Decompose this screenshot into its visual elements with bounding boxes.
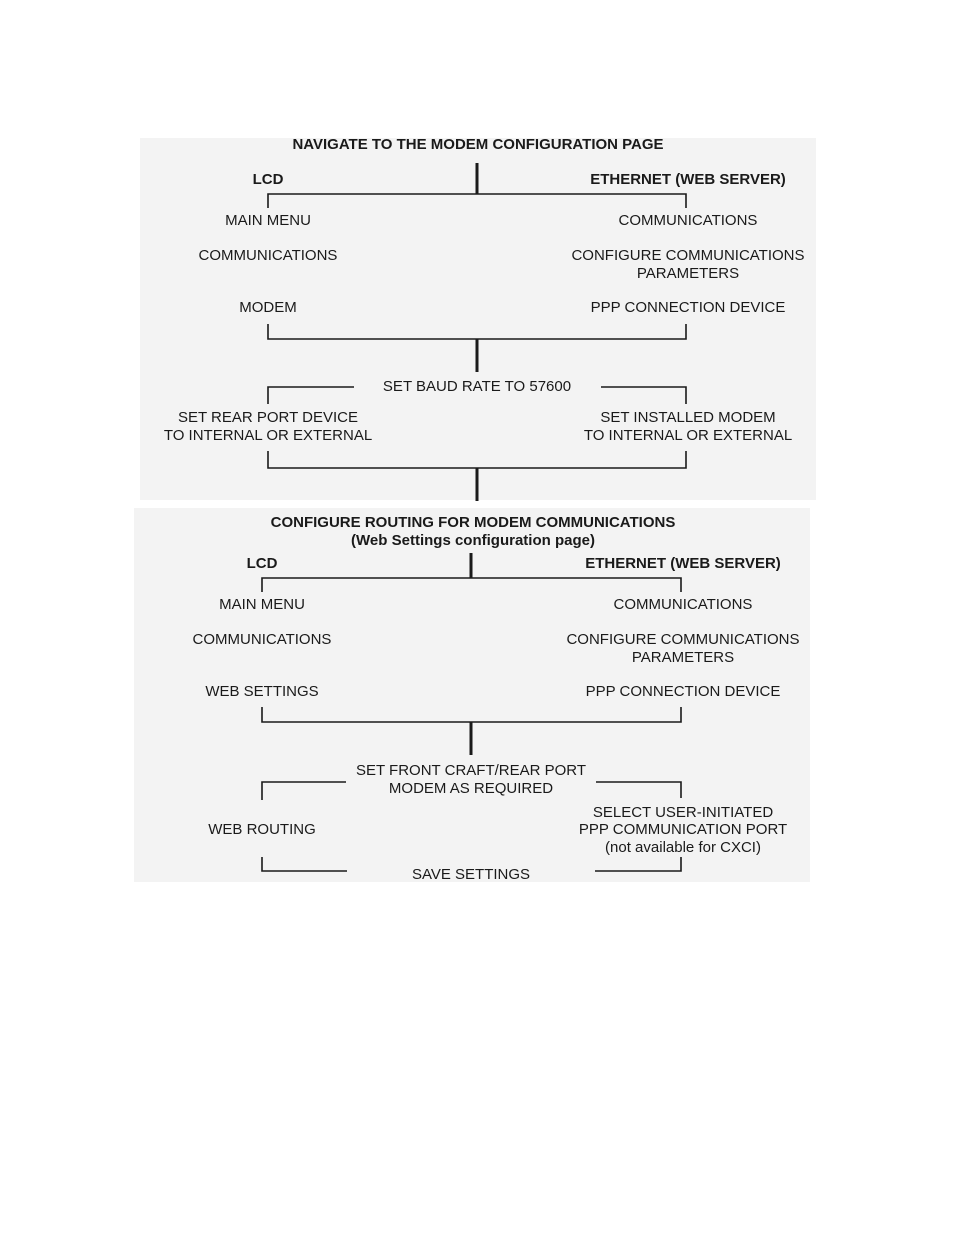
s1-rear-port-line2: TO INTERNAL OR EXTERNAL	[163, 427, 373, 444]
s2-web-routing: WEB ROUTING	[208, 821, 316, 838]
s2-lcd-web-settings: WEB SETTINGS	[205, 683, 319, 700]
s1-bottom-bracket	[267, 324, 687, 340]
s2-select-ppp-line2: PPP COMMUNICATION PORT	[578, 821, 788, 838]
section2-title: CONFIGURE ROUTING FOR MODEM COMMUNICATIO…	[270, 514, 676, 531]
s2-front-craft-line1: SET FRONT CRAFT/REAR PORT	[355, 762, 587, 779]
s1-baud-rate: SET BAUD RATE TO 57600	[382, 378, 572, 395]
s2-lcd-main-menu: MAIN MENU	[219, 596, 305, 613]
section1-title: NAVIGATE TO THE MODEM CONFIGURATION PAGE	[292, 136, 664, 153]
s1-baud-left	[267, 386, 354, 404]
s1-eth-communications: COMMUNICATIONS	[618, 212, 758, 229]
s2-bottom-bracket	[261, 707, 682, 723]
s2-save-right	[595, 857, 682, 872]
s2-eth-communications: COMMUNICATIONS	[613, 596, 753, 613]
s2-ethernet-header: ETHERNET (WEB SERVER)	[585, 555, 781, 572]
s2-top-bracket	[261, 577, 682, 592]
s1-eth-configure: CONFIGURE COMMUNICATIONS	[571, 247, 805, 264]
s1-baud-right	[601, 386, 687, 404]
s2-craft-right	[596, 781, 682, 798]
s2-lcd-communications: COMMUNICATIONS	[192, 631, 332, 648]
s2-select-ppp-line1: SELECT USER-INITIATED	[592, 804, 774, 821]
s2-eth-ppp-device: PPP CONNECTION DEVICE	[585, 683, 781, 700]
s1-lcd-modem: MODEM	[239, 299, 297, 316]
s2-save-settings: SAVE SETTINGS	[411, 866, 531, 883]
section1-panel	[140, 138, 816, 500]
s2-craft-left	[261, 781, 346, 800]
s1-lcd-communications: COMMUNICATIONS	[198, 247, 338, 264]
s1-eth-ppp-device: PPP CONNECTION DEVICE	[590, 299, 786, 316]
s1-ethernet-header: ETHERNET (WEB SERVER)	[590, 171, 786, 188]
s2-select-ppp-line3: (not available for CXCI)	[605, 839, 761, 856]
s2-eth-parameters: PARAMETERS	[631, 649, 735, 666]
s1-lcd-header: LCD	[252, 171, 284, 188]
s2-save-left	[261, 857, 347, 872]
s2-lcd-header: LCD	[246, 555, 278, 572]
s1-device-bracket	[267, 451, 687, 469]
s1-installed-modem-line1: SET INSTALLED MODEM	[600, 409, 776, 426]
s1-eth-parameters: PARAMETERS	[636, 265, 740, 282]
s1-lcd-main-menu: MAIN MENU	[225, 212, 311, 229]
section2-subtitle: (Web Settings configuration page)	[351, 532, 595, 549]
s1-top-bracket	[267, 193, 687, 208]
s1-installed-modem-line2: TO INTERNAL OR EXTERNAL	[583, 427, 793, 444]
s1-rear-port-line1: SET REAR PORT DEVICE	[177, 409, 359, 426]
s2-eth-configure: CONFIGURE COMMUNICATIONS	[566, 631, 800, 648]
s2-front-craft-line2: MODEM AS REQUIRED	[388, 780, 554, 797]
